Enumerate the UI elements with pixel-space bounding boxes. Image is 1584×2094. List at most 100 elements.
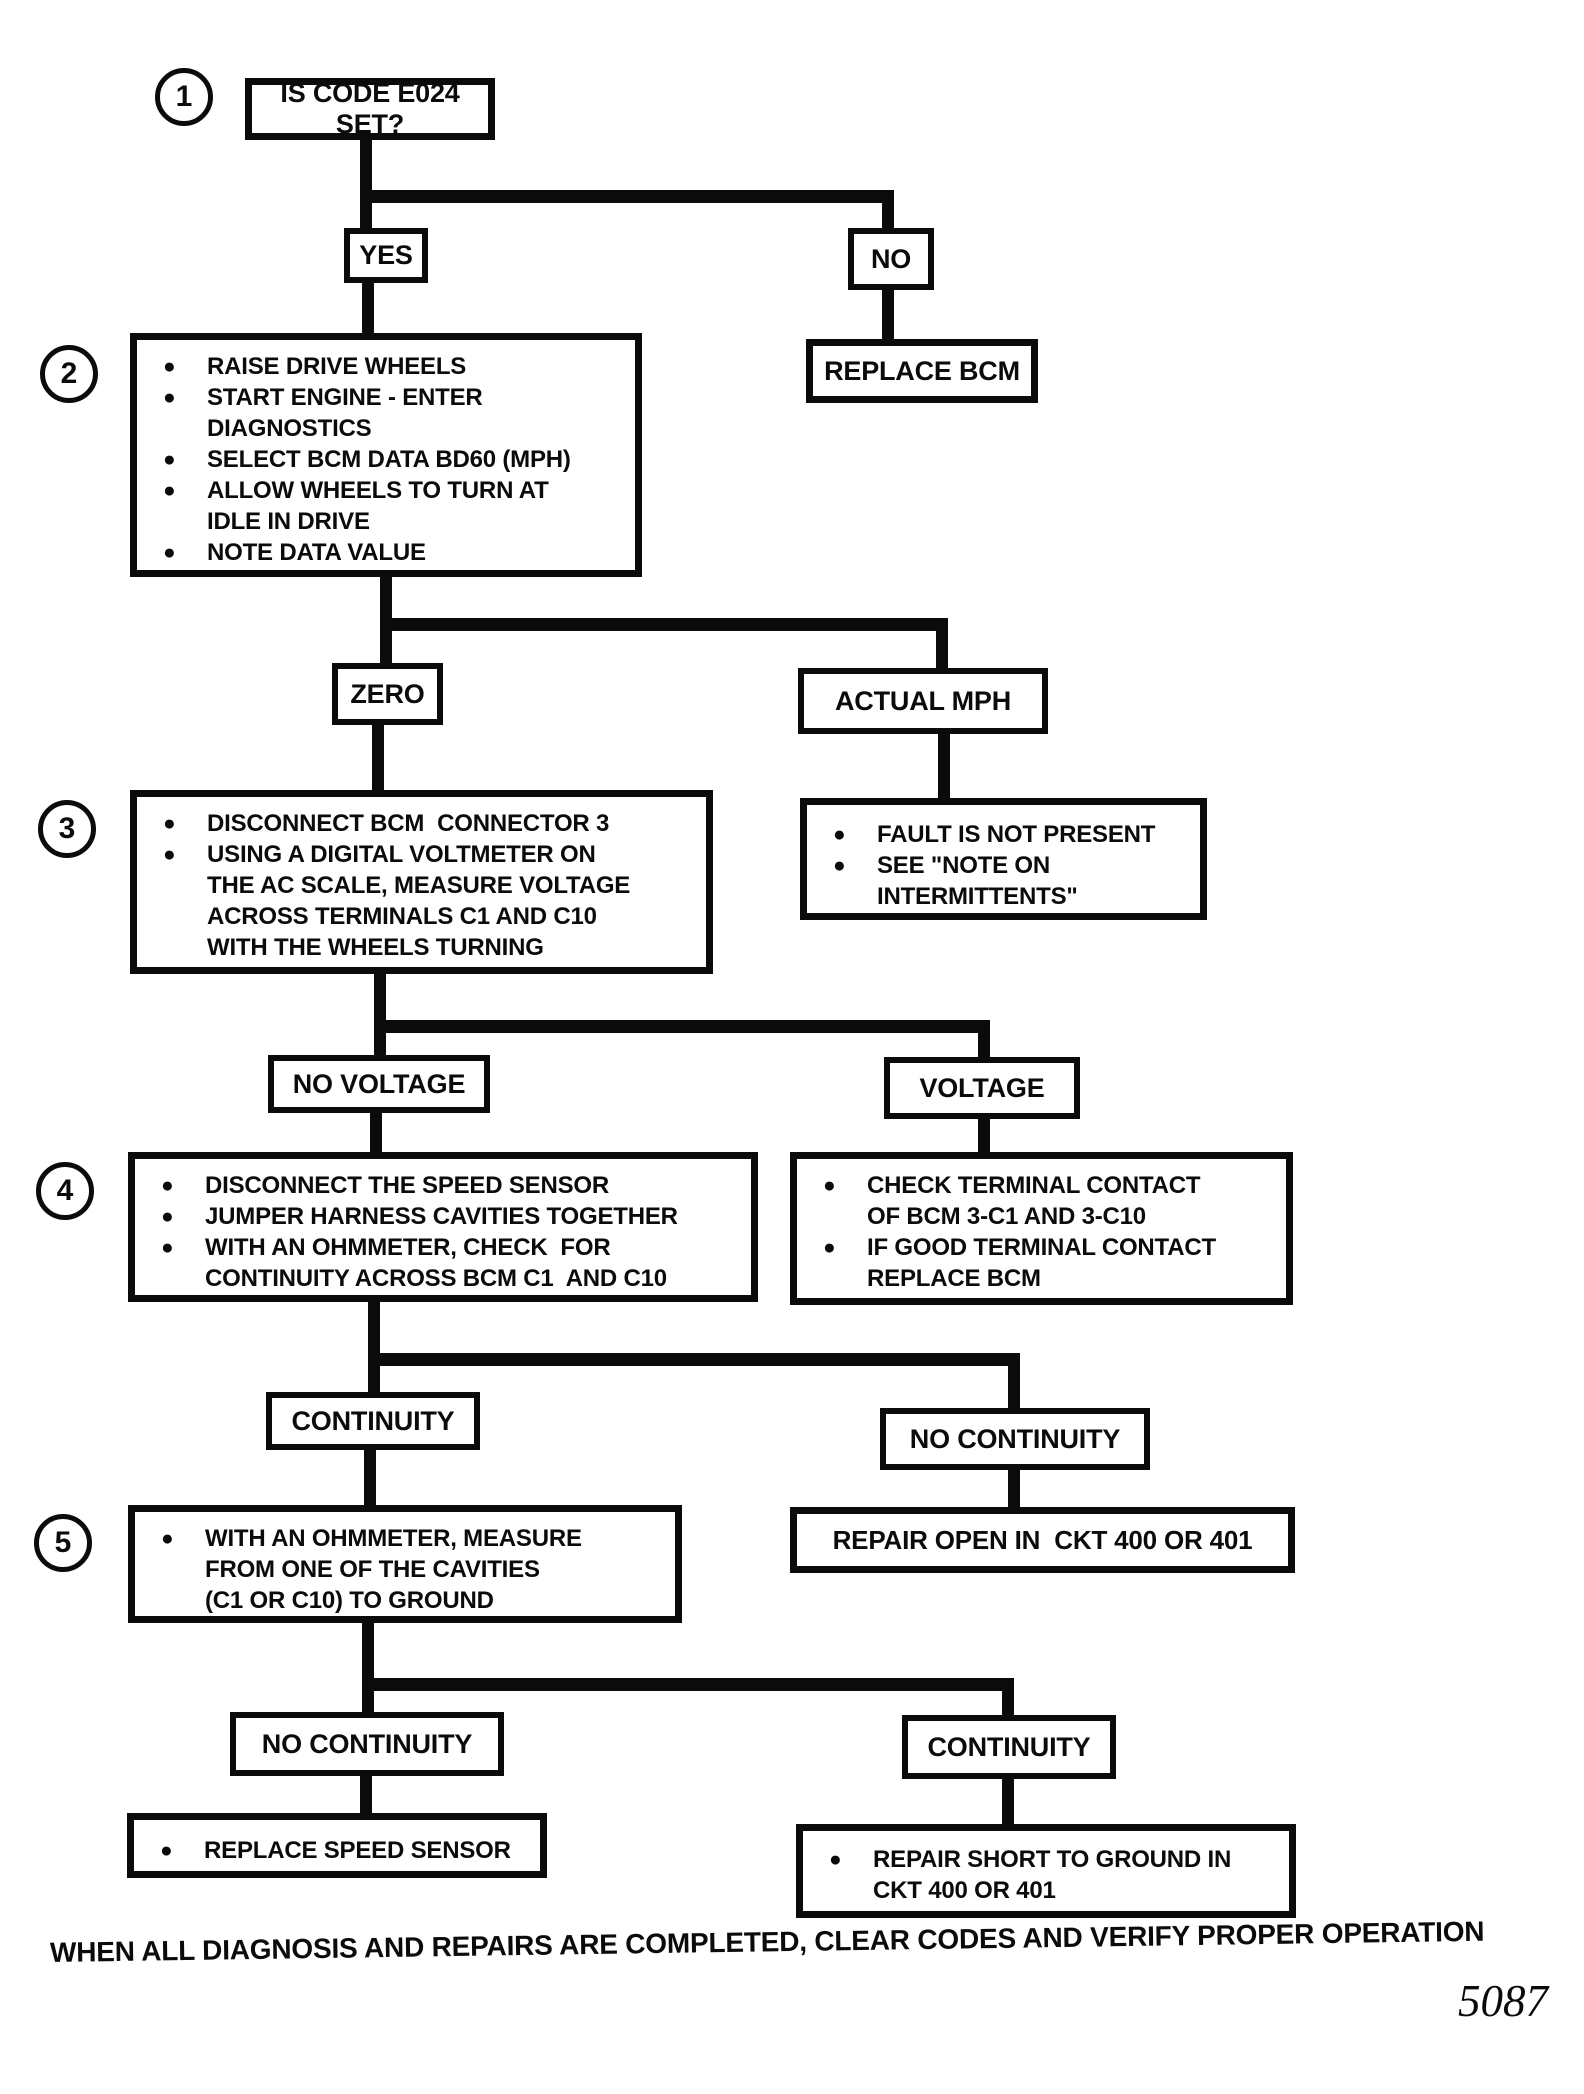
connector-v-novoltage-step4 — [370, 1110, 382, 1156]
bullet-item: DISCONNECT BCM CONNECTOR 3 — [163, 808, 698, 839]
bullet-item: SELECT BCM DATA BD60 (MPH) — [163, 444, 627, 475]
node-step-3-actions: DISCONNECT BCM CONNECTOR 3 USING A DIGIT… — [130, 790, 713, 974]
connector-v-step5-nocontinuity2 — [362, 1620, 374, 1716]
bullet-icon — [823, 1170, 867, 1201]
node-continuity-lower: CONTINUITY — [902, 1715, 1116, 1779]
bullet-item: DISCONNECT THE SPEED SENSOR — [161, 1170, 743, 1201]
node-no-continuity-upper: NO CONTINUITY — [880, 1408, 1150, 1470]
node-label: CONTINUITY — [291, 1405, 455, 1436]
node-zero: ZERO — [332, 663, 443, 725]
connector-v-actualmph-fault — [938, 731, 950, 802]
node-label: NO CONTINUITY — [909, 1423, 1121, 1454]
node-label: REPLACE BCM — [824, 355, 1020, 386]
connector-v-to-nocontinuity — [1008, 1353, 1020, 1412]
node-label: NO VOLTAGE — [292, 1068, 466, 1099]
bullet-item: SEE "NOTE ON INTERMITTENTS" — [833, 850, 1192, 912]
step-number: 2 — [60, 357, 78, 390]
node-label: IS CODE E024 SET? — [280, 78, 467, 139]
connector-v-nocontinuity2-replacesensor — [360, 1773, 372, 1817]
connector-h-step3-split — [374, 1020, 990, 1033]
node-check-terminal-contact: CHECK TERMINAL CONTACT OF BCM 3-C1 AND 3… — [790, 1152, 1293, 1305]
node-continuity-upper: CONTINUITY — [266, 1392, 480, 1450]
connector-h-q1-split — [360, 190, 894, 203]
node-repair-open: REPAIR OPEN IN CKT 400 OR 401 — [790, 1507, 1295, 1573]
node-no-voltage: NO VOLTAGE — [268, 1055, 490, 1113]
connector-v-to-voltage — [978, 1020, 990, 1061]
step-circle-3: 3 — [38, 800, 96, 858]
bullet-icon — [163, 382, 207, 413]
connector-v-voltage-terminal — [978, 1116, 990, 1156]
node-yes: YES — [344, 228, 428, 283]
node-fault-not-present: FAULT IS NOT PRESENT SEE "NOTE ON INTERM… — [800, 798, 1207, 920]
node-step-5-actions: WITH AN OHMMETER, MEASURE FROM ONE OF TH… — [128, 1505, 682, 1623]
bullet-icon — [829, 1844, 873, 1875]
node-no-continuity-lower: NO CONTINUITY — [230, 1712, 504, 1776]
node-label: REPAIR OPEN IN CKT 400 OR 401 — [832, 1524, 1253, 1555]
bullet-item: REPLACE SPEED SENSOR — [160, 1835, 532, 1866]
step-number: 5 — [54, 1526, 72, 1559]
connector-v-to-no — [882, 190, 894, 232]
node-label: CONTINUITY — [927, 1731, 1091, 1762]
connector-v-q1 — [360, 136, 372, 230]
bullet-item: REPAIR SHORT TO GROUND IN CKT 400 OR 401 — [829, 1844, 1281, 1906]
node-label: YES — [359, 240, 413, 270]
bullet-item: NOTE DATA VALUE — [163, 537, 627, 568]
node-actual-mph: ACTUAL MPH — [798, 668, 1048, 734]
connector-v-continuity-step5 — [364, 1447, 376, 1509]
connector-v-step3-novoltage — [374, 971, 386, 1059]
bullet-item: FAULT IS NOT PRESENT — [833, 819, 1192, 850]
bullet-icon — [161, 1201, 205, 1232]
bullet-icon — [161, 1523, 205, 1554]
bullet-item: RAISE DRIVE WHEELS — [163, 351, 627, 382]
step-circle-2: 2 — [40, 345, 98, 403]
bullet-icon — [833, 819, 877, 850]
bullet-item: START ENGINE - ENTER DIAGNOSTICS — [163, 382, 627, 444]
connector-v-to-actualmph — [936, 618, 948, 672]
footer-note: WHEN ALL DIAGNOSIS AND REPAIRS ARE COMPL… — [49, 1915, 1485, 1968]
bullet-icon — [163, 808, 207, 839]
node-label: NO CONTINUITY — [261, 1728, 473, 1759]
connector-v-nocontinuity-repairopen — [1008, 1467, 1020, 1511]
node-label: VOLTAGE — [919, 1072, 1045, 1103]
node-label: NO — [870, 243, 912, 274]
bullet-item: IF GOOD TERMINAL CONTACT REPLACE BCM — [823, 1232, 1278, 1294]
bullet-icon — [823, 1232, 867, 1263]
bullet-item: CHECK TERMINAL CONTACT OF BCM 3-C1 AND 3… — [823, 1170, 1278, 1232]
step-number: 4 — [56, 1174, 74, 1207]
step-circle-5: 5 — [34, 1514, 92, 1572]
bullet-icon — [163, 351, 207, 382]
bullet-item: USING A DIGITAL VOLTMETER ON THE AC SCAL… — [163, 839, 698, 963]
bullet-item: WITH AN OHMMETER, CHECK FOR CONTINUITY A… — [161, 1232, 743, 1294]
node-replace-bcm: REPLACE BCM — [806, 339, 1038, 403]
bullet-icon — [163, 537, 207, 568]
node-step-4-actions: DISCONNECT THE SPEED SENSOR JUMPER HARNE… — [128, 1152, 758, 1302]
node-voltage: VOLTAGE — [884, 1057, 1080, 1119]
bullet-item: WITH AN OHMMETER, MEASURE FROM ONE OF TH… — [161, 1523, 667, 1616]
step-circle-1: 1 — [155, 68, 213, 126]
connector-h-step2-split — [380, 618, 948, 631]
node-label: ZERO — [350, 678, 425, 709]
step-number: 3 — [58, 812, 76, 845]
node-repair-short: REPAIR SHORT TO GROUND IN CKT 400 OR 401 — [796, 1824, 1296, 1918]
bullet-icon — [163, 444, 207, 475]
connector-v-to-continuity2 — [1002, 1678, 1014, 1719]
connector-v-zero-step3 — [372, 722, 384, 794]
bullet-icon — [833, 850, 877, 881]
node-replace-speed-sensor: REPLACE SPEED SENSOR — [127, 1813, 547, 1878]
bullet-icon — [163, 839, 207, 870]
bullet-icon — [161, 1170, 205, 1201]
node-question-is-code-set: IS CODE E024 SET? — [245, 78, 495, 140]
connector-v-continuity2-repairshort — [1002, 1776, 1014, 1828]
connector-v-no-replacebcm — [882, 287, 894, 343]
bullet-item: JUMPER HARNESS CAVITIES TOGETHER — [161, 1201, 743, 1232]
connector-v-step4-continuity — [368, 1299, 380, 1396]
connector-h-step5-split — [362, 1678, 1014, 1691]
step-number: 1 — [175, 80, 193, 113]
bullet-icon — [163, 475, 207, 506]
node-no: NO — [848, 228, 934, 290]
bullet-icon — [160, 1835, 204, 1866]
bullet-icon — [161, 1232, 205, 1263]
bullet-item: ALLOW WHEELS TO TURN AT IDLE IN DRIVE — [163, 475, 627, 537]
connector-h-step4-split — [368, 1353, 1020, 1366]
node-step-2-actions: RAISE DRIVE WHEELS START ENGINE - ENTER … — [130, 333, 642, 577]
